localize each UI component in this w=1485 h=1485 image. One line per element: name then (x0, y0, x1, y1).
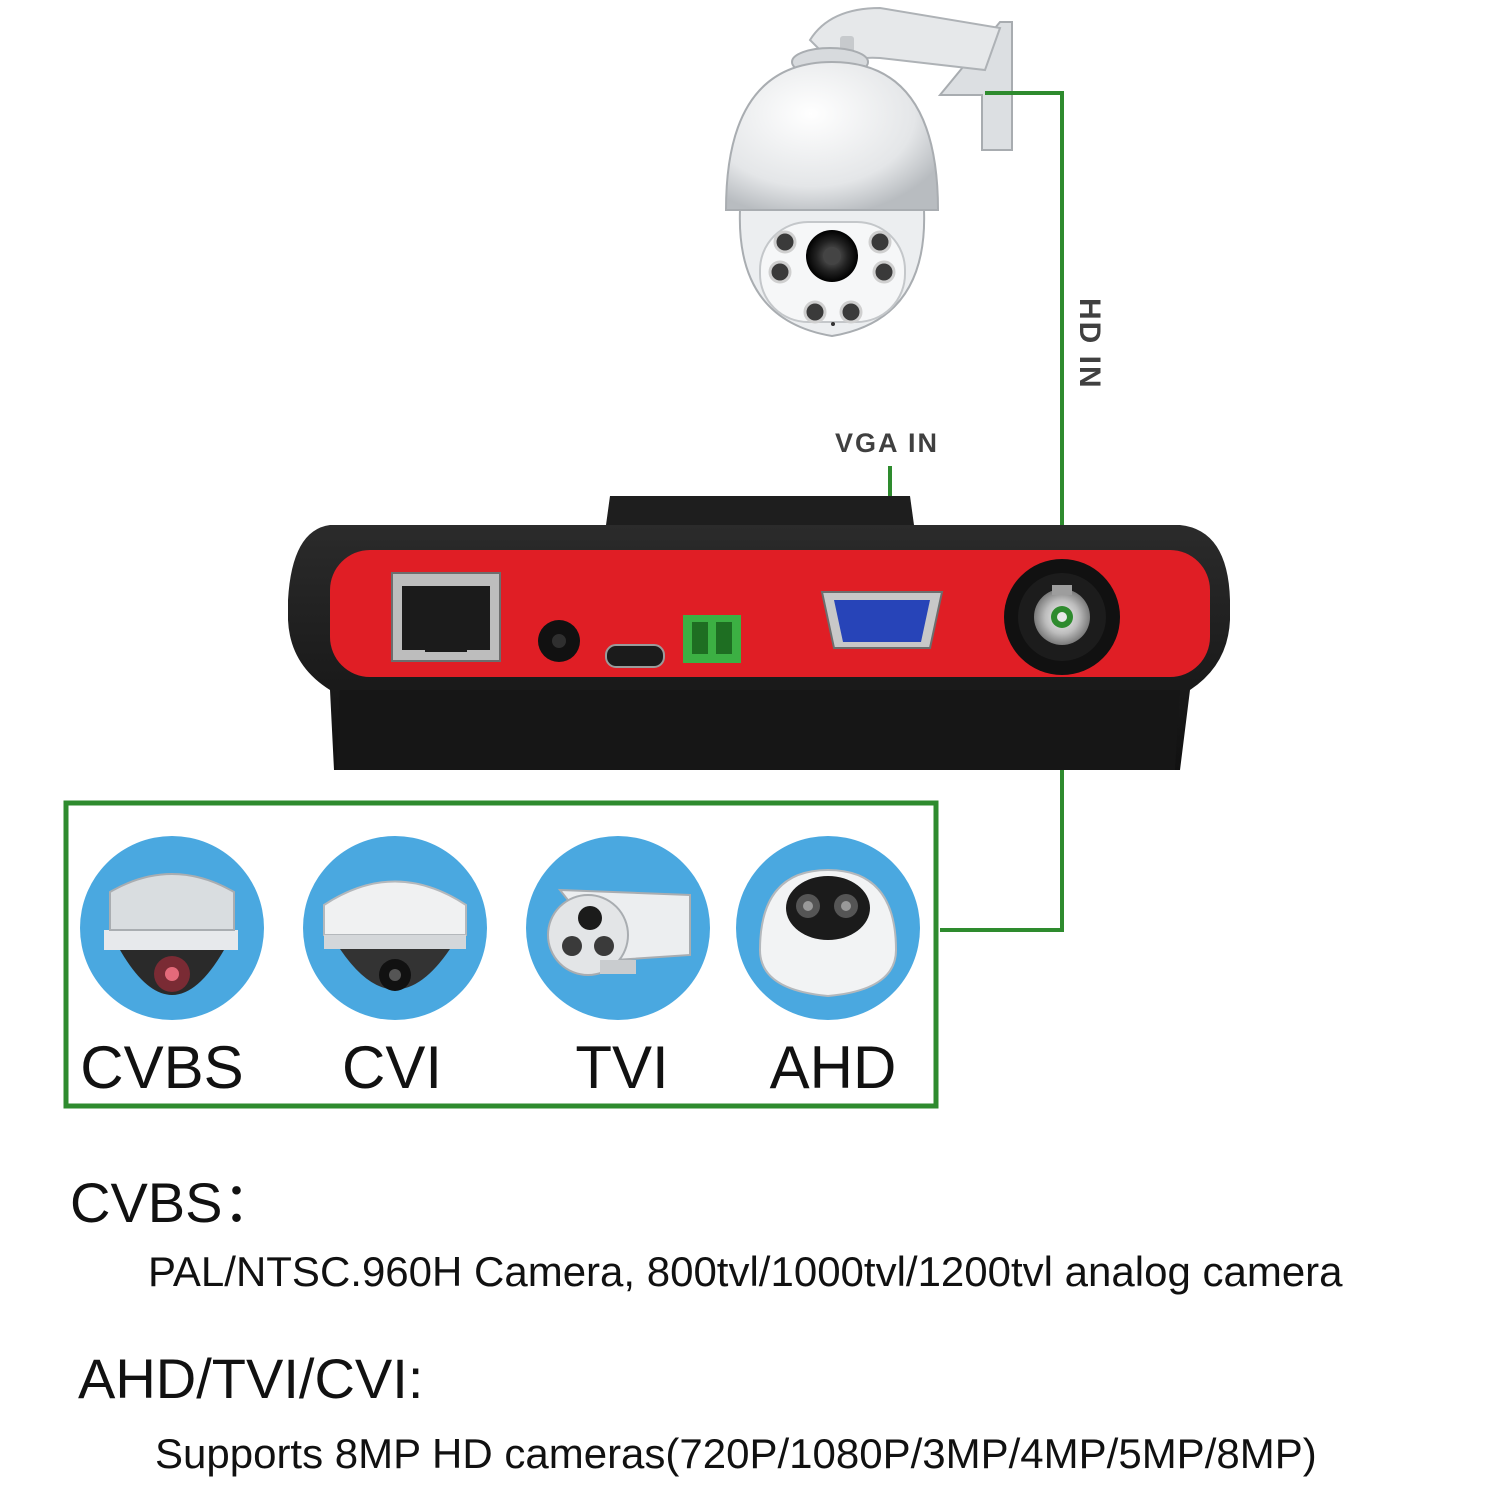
camera-types-box (63, 800, 939, 1109)
ptz-camera-image (724, 6, 1013, 338)
cvbs-heading: CVBS： (70, 1171, 279, 1234)
hd-in-connector-line (940, 91, 1064, 932)
vga-in-label: VGA IN (835, 428, 939, 458)
cvi-camera-icon (303, 836, 487, 1020)
hd-formats-heading: AHD/TVI/CVI: (78, 1347, 424, 1410)
camera-type-label-tvi: TVI (575, 1034, 668, 1101)
tvi-camera-icon (526, 836, 710, 1020)
camera-type-label-cvbs: CVBS (80, 1034, 243, 1101)
tester-device-image (288, 496, 1230, 770)
camera-type-label-ahd: AHD (770, 1034, 897, 1101)
cvbs-description: PAL/NTSC.960H Camera, 800tvl/1000tvl/120… (148, 1248, 1343, 1295)
cvbs-camera-icon (80, 836, 264, 1020)
ahd-camera-icon (736, 836, 920, 1020)
hd-formats-description: Supports 8MP HD cameras(720P/1080P/3MP/4… (155, 1430, 1317, 1477)
camera-type-label-cvi: CVI (342, 1034, 442, 1101)
hd-in-label: HD IN (1073, 298, 1106, 390)
